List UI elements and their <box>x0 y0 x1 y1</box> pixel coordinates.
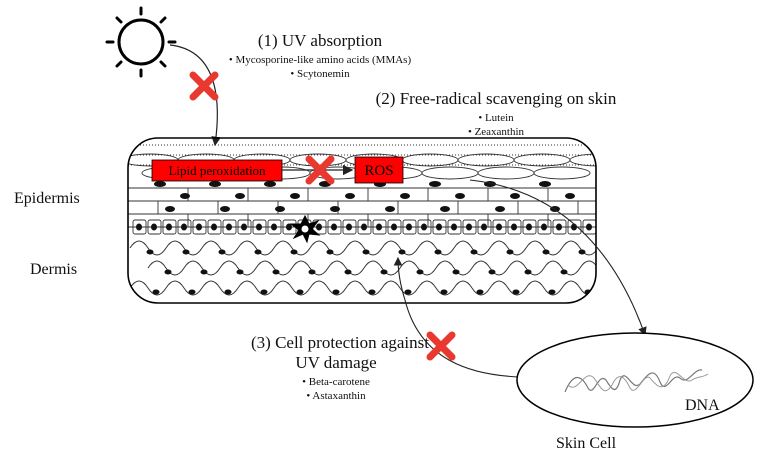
blocked-x-icon <box>426 331 456 361</box>
section3-bullet-2: • Astaxanthin <box>306 390 366 402</box>
dermis-label: Dermis <box>30 261 77 278</box>
section2-bullet-1: • Lutein <box>478 112 514 124</box>
section1-bullet-1: • Mycosporine-like amino acids (MMAs) <box>229 54 412 66</box>
skin-cell: DNA <box>516 332 754 428</box>
damage-to-cell-arrow <box>469 179 647 337</box>
blocked-x-icon <box>305 155 335 185</box>
section3-title-line1: (3) Cell protection against <box>251 333 429 352</box>
dna-strand <box>564 369 703 393</box>
skin-cell-label: Skin Cell <box>556 435 617 452</box>
blocked-x-icon <box>189 71 219 101</box>
dna-label: DNA <box>685 397 720 414</box>
sun-icon <box>105 6 177 78</box>
section1-bullet-2: • Scytonemin <box>290 68 350 80</box>
starburst-icon <box>289 214 321 244</box>
section2-bullet-2: • Zeaxanthin <box>468 126 525 138</box>
section3-bullet-1: • Beta-carotene <box>302 376 370 388</box>
section1-title: (1) UV absorption <box>258 31 383 50</box>
section2-title: (2) Free-radical scavenging on skin <box>376 89 617 108</box>
ros-box: ROS <box>354 156 404 184</box>
ros-label: ROS <box>364 163 393 179</box>
lipid-peroxidation-label: Lipid peroxidation <box>168 163 266 178</box>
epidermis-label: Epidermis <box>14 190 80 207</box>
lipid-peroxidation-box: Lipid peroxidation <box>151 159 283 182</box>
cell-protection-curve <box>393 256 521 378</box>
section3-title-line2: UV damage <box>295 353 376 372</box>
